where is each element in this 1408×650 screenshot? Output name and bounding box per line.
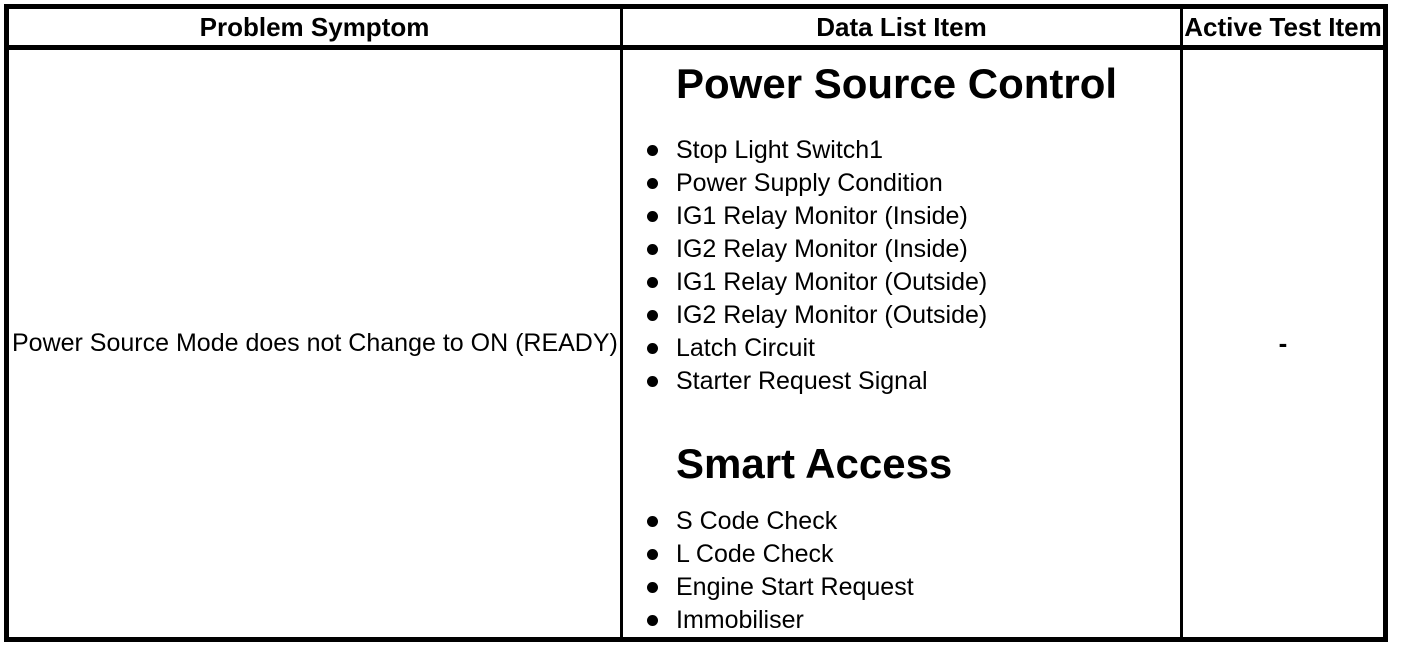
- column-header-active-test-item: Active Test Item: [1183, 9, 1383, 50]
- column-header-label: Problem Symptom: [199, 11, 430, 42]
- active-test-value: -: [1278, 328, 1288, 358]
- list-item: IG1 Relay Monitor (Outside): [623, 266, 1180, 299]
- bullet-dot-icon: [647, 277, 658, 288]
- bullet-dot-icon: [647, 310, 658, 321]
- list-item: IG1 Relay Monitor (Inside): [623, 200, 1180, 233]
- list-item: S Code Check: [623, 505, 1180, 538]
- list-item-label: IG1 Relay Monitor (Inside): [676, 202, 968, 230]
- list-item-label: IG2 Relay Monitor (Outside): [676, 301, 988, 329]
- bullet-dot-icon: [647, 343, 658, 354]
- data-list-cell: Power Source Control Stop Light Switch1 …: [623, 50, 1183, 637]
- list-item: Stop Light Switch1: [623, 134, 1180, 167]
- list-item: Engine Start Request: [623, 571, 1180, 604]
- active-test-cell: -: [1183, 50, 1383, 637]
- list-item-label: IG2 Relay Monitor (Inside): [676, 235, 968, 263]
- bullet-dot-icon: [647, 549, 658, 560]
- list-item-label: Stop Light Switch1: [676, 136, 884, 164]
- list-item-label: Engine Start Request: [676, 573, 914, 601]
- bullet-dot-icon: [647, 376, 658, 387]
- bullet-dot-icon: [647, 145, 658, 156]
- list-item-label: L Code Check: [676, 540, 834, 568]
- data-list-section-heading: Smart Access: [676, 440, 953, 487]
- list-item: Immobiliser: [623, 604, 1180, 637]
- list-item: Latch Circuit: [623, 332, 1180, 365]
- list-item: IG2 Relay Monitor (Outside): [623, 299, 1180, 332]
- list-item: L Code Check: [623, 538, 1180, 571]
- column-header-problem-symptom: Problem Symptom: [9, 9, 623, 50]
- data-list-section-heading: Power Source Control: [676, 60, 1118, 107]
- bullet-dot-icon: [647, 178, 658, 189]
- list-item: Starter Request Signal: [623, 365, 1180, 398]
- problem-symptom-cell: Power Source Mode does not Change to ON …: [9, 50, 623, 637]
- column-header-data-list-item: Data List Item: [623, 9, 1183, 50]
- bullet-dot-icon: [647, 582, 658, 593]
- bullet-dot-icon: [647, 244, 658, 255]
- list-item-label: Immobiliser: [676, 606, 804, 634]
- column-header-label: Active Test Item: [1184, 11, 1382, 42]
- list-item-label: Starter Request Signal: [676, 367, 928, 395]
- list-item: IG2 Relay Monitor (Inside): [623, 233, 1180, 266]
- bullet-dot-icon: [647, 211, 658, 222]
- list-item-label: Power Supply Condition: [676, 169, 943, 197]
- data-list-items-power-source-control: Stop Light Switch1 Power Supply Conditio…: [623, 134, 1180, 398]
- list-item: Power Supply Condition: [623, 167, 1180, 200]
- data-list-items-smart-access: S Code Check L Code Check Engine Start R…: [623, 505, 1180, 637]
- column-header-label: Data List Item: [816, 11, 987, 42]
- bullet-dot-icon: [647, 516, 658, 527]
- problem-symptom-text: Power Source Mode does not Change to ON …: [12, 329, 618, 357]
- symptom-table: Problem Symptom Data List Item Active Te…: [4, 4, 1388, 642]
- list-item-label: IG1 Relay Monitor (Outside): [676, 268, 988, 296]
- list-item-label: Latch Circuit: [676, 334, 815, 362]
- bullet-dot-icon: [647, 615, 658, 626]
- list-item-label: S Code Check: [676, 507, 838, 535]
